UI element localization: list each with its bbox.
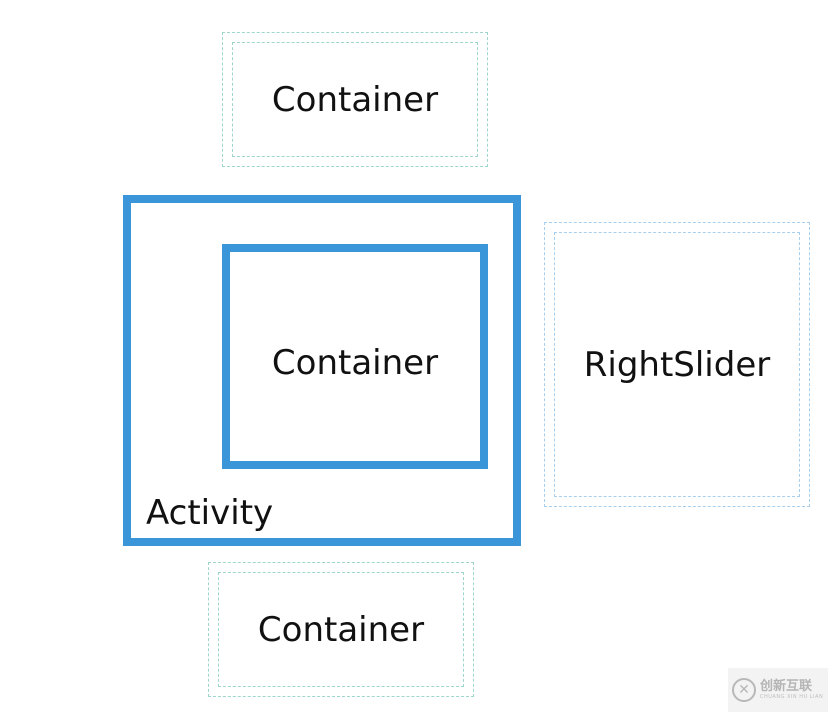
bottom-container-box: Container xyxy=(208,562,474,697)
right-slider-inner-border xyxy=(554,232,800,497)
bottom-container-inner-border xyxy=(218,572,464,687)
right-slider-label: RightSlider xyxy=(583,345,771,385)
right-slider-outer-border xyxy=(544,222,810,507)
bottom-container-outer-border xyxy=(208,562,474,697)
top-container-outer-border xyxy=(222,32,488,167)
top-container-box: Container xyxy=(222,32,488,167)
activity-inner-container-box: Container xyxy=(222,244,488,469)
right-slider-box: RightSlider xyxy=(544,222,810,507)
watermark-subtext: CHUANG XIN HU LIAN xyxy=(760,694,824,700)
top-container-label: Container xyxy=(271,80,439,120)
top-container-inner-border xyxy=(232,42,478,157)
activity-label: Activity xyxy=(146,493,274,533)
watermark-logo-icon: ✕ xyxy=(732,678,756,702)
watermark-text-group: 创新互联 CHUANG XIN HU LIAN xyxy=(760,680,823,700)
activity-inner-container-label: Container xyxy=(271,343,439,383)
activity-box xyxy=(123,195,521,546)
watermark: ✕ 创新互联 CHUANG XIN HU LIAN xyxy=(728,668,828,712)
watermark-text: 创新互联 xyxy=(760,679,813,694)
bottom-container-label: Container xyxy=(257,610,425,650)
